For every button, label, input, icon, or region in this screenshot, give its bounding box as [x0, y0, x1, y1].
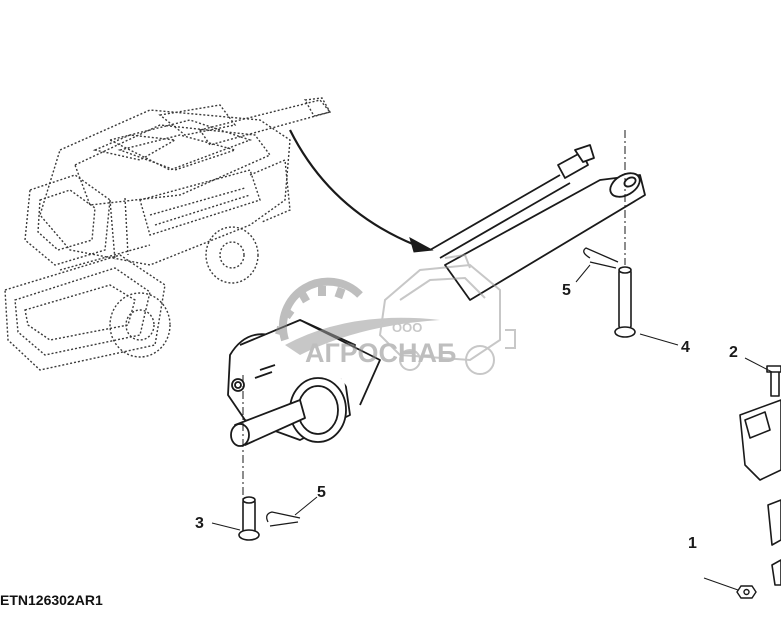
leader-lines [211, 264, 773, 591]
center-lines [242, 130, 626, 500]
mounting-bracket [739, 365, 781, 586]
callout-label-upper-clip: 5 [562, 282, 571, 299]
spring-clip-lower [266, 511, 301, 527]
clevis-pin-4 [614, 266, 636, 338]
diagram-reference-id: ETN126302AR1 [0, 592, 103, 608]
spring-clip-upper [583, 247, 619, 269]
callout-label-lower-clip: 5 [317, 484, 326, 501]
watermark-company-name: АГРОСНАБ [305, 338, 456, 368]
agrosnab-watermark: ООО АГРОСНАБ [275, 253, 516, 375]
clevis-pin-3 [238, 496, 260, 541]
callout-label-bolt: 2 [729, 344, 738, 361]
watermark-prefix: ООО [392, 320, 422, 335]
location-arrow [289, 129, 434, 253]
callout-label-upper-pin: 4 [681, 339, 690, 356]
combine-harvester-thumbnail [4, 97, 332, 371]
combine-silhouette-icon [378, 253, 516, 375]
gear-logo-icon [279, 277, 363, 342]
nut-1 [736, 585, 757, 599]
callout-label-lower-pin: 3 [195, 515, 204, 532]
callout-label-nut: 1 [688, 535, 697, 552]
hydraulic-cylinder-body [429, 144, 646, 301]
